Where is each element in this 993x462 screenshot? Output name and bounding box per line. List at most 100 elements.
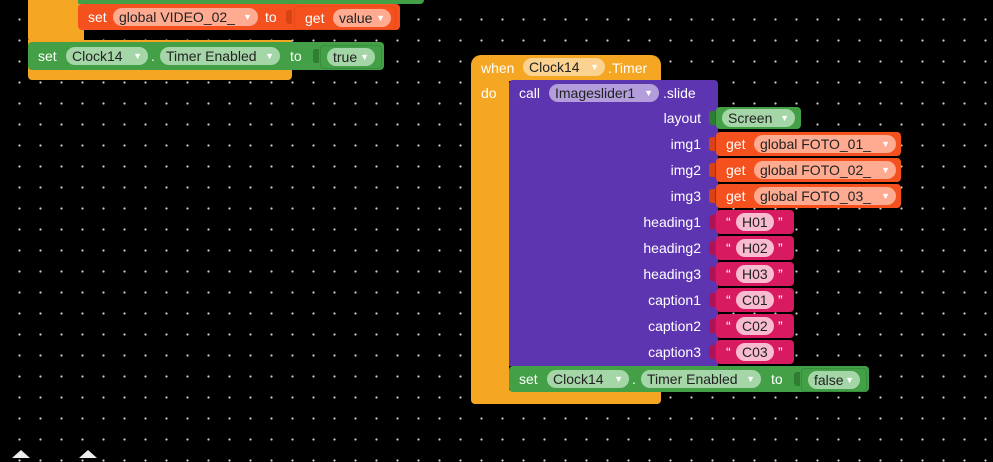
variable-dropdown[interactable]: global VIDEO_02_ ▼ xyxy=(113,8,258,26)
screen-dropdown[interactable]: Screen ▼ xyxy=(722,109,795,127)
param-label-layout: layout xyxy=(663,110,701,126)
when-clock-timer-event-block[interactable]: when Clock14 ▼ .Timer xyxy=(471,55,661,81)
value-socket xyxy=(313,49,319,63)
boolean-block[interactable]: false ▼ xyxy=(801,368,867,392)
get-value-dropdown[interactable]: value ▼ xyxy=(333,9,391,27)
event-component-dropdown[interactable]: Clock14 ▼ xyxy=(523,58,605,76)
img2-socket xyxy=(709,163,715,177)
chevron-down-icon: ▼ xyxy=(746,374,755,384)
quote-open-icon: “ xyxy=(726,214,731,230)
quote-close-icon: ” xyxy=(778,318,783,334)
param-label-img1: img1 xyxy=(670,136,701,152)
call-imageslider-slide-block[interactable]: call Imageslider1 ▼ .slide layout img1 i… xyxy=(509,80,718,366)
to-keyword: to xyxy=(290,48,302,64)
call-component-dropdown[interactable]: Imageslider1 ▼ xyxy=(549,84,659,102)
chevron-down-icon: ▼ xyxy=(780,113,789,123)
heading1-socket xyxy=(709,215,715,229)
get-foto-03-block[interactable]: get global FOTO_03_ ▼ xyxy=(716,184,901,208)
param-label-heading2: heading2 xyxy=(643,240,701,256)
text-block-h01[interactable]: “ H01 ” xyxy=(716,210,794,234)
quote-close-icon: ” xyxy=(778,240,783,256)
quote-open-icon: “ xyxy=(726,292,731,308)
heading3-socket xyxy=(709,267,715,281)
partial-event-block[interactable] xyxy=(28,0,84,42)
chevron-down-icon: ▼ xyxy=(614,374,623,384)
event-name: .Timer xyxy=(608,60,648,76)
boolean-dropdown[interactable]: true ▼ xyxy=(327,48,375,66)
chevron-down-icon: ▼ xyxy=(360,52,369,62)
call-keyword: call xyxy=(519,85,541,101)
property-dropdown[interactable]: Timer Enabled ▼ xyxy=(641,370,761,388)
when-keyword: when xyxy=(481,60,515,76)
screen-component-block[interactable]: Screen ▼ xyxy=(716,107,801,129)
text-block-c01[interactable]: “ C01 ” xyxy=(716,288,794,312)
method-name: .slide xyxy=(663,85,696,101)
caption3-socket xyxy=(709,345,715,359)
chevron-down-icon: ▼ xyxy=(881,139,890,149)
img3-socket xyxy=(709,189,715,203)
chevron-down-icon: ▼ xyxy=(265,51,274,61)
heading2-socket xyxy=(709,241,715,255)
param-label-caption2: caption2 xyxy=(648,318,701,334)
set-keyword: set xyxy=(38,48,57,64)
text-field-c02[interactable]: C02 xyxy=(736,317,774,335)
set-clock-timer-enabled-block[interactable]: set Clock14 ▼ . Timer Enabled ▼ to true … xyxy=(28,42,384,70)
param-label-caption3: caption3 xyxy=(648,344,701,360)
get-keyword: get xyxy=(726,188,746,204)
quote-open-icon: “ xyxy=(726,266,731,282)
dot-separator: . xyxy=(151,48,155,64)
chevron-down-icon: ▼ xyxy=(590,62,599,72)
scroll-up-arrow-icon[interactable] xyxy=(12,450,30,458)
text-field-h02[interactable]: H02 xyxy=(736,239,774,257)
foto-01-dropdown[interactable]: global FOTO_01_ ▼ xyxy=(754,135,896,153)
quote-open-icon: “ xyxy=(726,344,731,360)
text-field-c01[interactable]: C01 xyxy=(736,291,774,309)
text-block-h03[interactable]: “ H03 ” xyxy=(716,262,794,286)
set-clock-timer-disabled-block[interactable]: set Clock14 ▼ . Timer Enabled ▼ to false… xyxy=(509,366,869,392)
quote-open-icon: “ xyxy=(726,240,731,256)
chevron-down-icon: ▼ xyxy=(243,12,252,22)
chevron-down-icon: ▼ xyxy=(133,51,142,61)
chevron-down-icon: ▼ xyxy=(644,88,653,98)
property-dropdown[interactable]: Timer Enabled ▼ xyxy=(160,47,280,65)
get-keyword: get xyxy=(305,10,325,26)
to-keyword: to xyxy=(265,9,277,25)
event-block-bottom xyxy=(471,390,661,404)
dot-separator: . xyxy=(632,371,636,387)
quote-close-icon: ” xyxy=(778,292,783,308)
get-foto-01-block[interactable]: get global FOTO_01_ ▼ xyxy=(716,132,901,156)
quote-close-icon: ” xyxy=(778,266,783,282)
quote-open-icon: “ xyxy=(726,318,731,334)
text-block-c03[interactable]: “ C03 ” xyxy=(716,340,794,364)
get-value-block[interactable]: get value ▼ xyxy=(294,6,396,30)
component-dropdown[interactable]: Clock14 ▼ xyxy=(66,47,148,65)
chevron-down-icon: ▼ xyxy=(845,375,854,385)
text-block-h02[interactable]: “ H02 ” xyxy=(716,236,794,260)
param-label-img3: img3 xyxy=(670,188,701,204)
boolean-dropdown[interactable]: false ▼ xyxy=(808,371,860,389)
param-label-heading3: heading3 xyxy=(643,266,701,282)
get-keyword: get xyxy=(726,162,746,178)
chevron-down-icon: ▼ xyxy=(881,165,890,175)
text-field-h03[interactable]: H03 xyxy=(736,265,774,283)
quote-close-icon: ” xyxy=(778,344,783,360)
boolean-block[interactable]: true ▼ xyxy=(320,45,382,69)
get-foto-02-block[interactable]: get global FOTO_02_ ▼ xyxy=(716,158,901,182)
caption1-socket xyxy=(709,293,715,307)
set-variable-block[interactable]: set global VIDEO_02_ ▼ to get value ▼ xyxy=(78,4,400,30)
foto-03-dropdown[interactable]: global FOTO_03_ ▼ xyxy=(754,187,896,205)
param-label-img2: img2 xyxy=(670,162,701,178)
quote-close-icon: ” xyxy=(778,214,783,230)
value-socket xyxy=(286,10,292,24)
scroll-up-arrow-icon[interactable] xyxy=(79,450,97,458)
do-keyword: do xyxy=(481,85,497,101)
caption2-socket xyxy=(709,319,715,333)
param-label-heading1: heading1 xyxy=(643,214,701,230)
to-keyword: to xyxy=(771,371,783,387)
text-field-h01[interactable]: H01 xyxy=(736,213,774,231)
component-dropdown[interactable]: Clock14 ▼ xyxy=(547,370,629,388)
text-field-c03[interactable]: C03 xyxy=(736,343,774,361)
get-keyword: get xyxy=(726,136,746,152)
foto-02-dropdown[interactable]: global FOTO_02_ ▼ xyxy=(754,161,896,179)
text-block-c02[interactable]: “ C02 ” xyxy=(716,314,794,338)
